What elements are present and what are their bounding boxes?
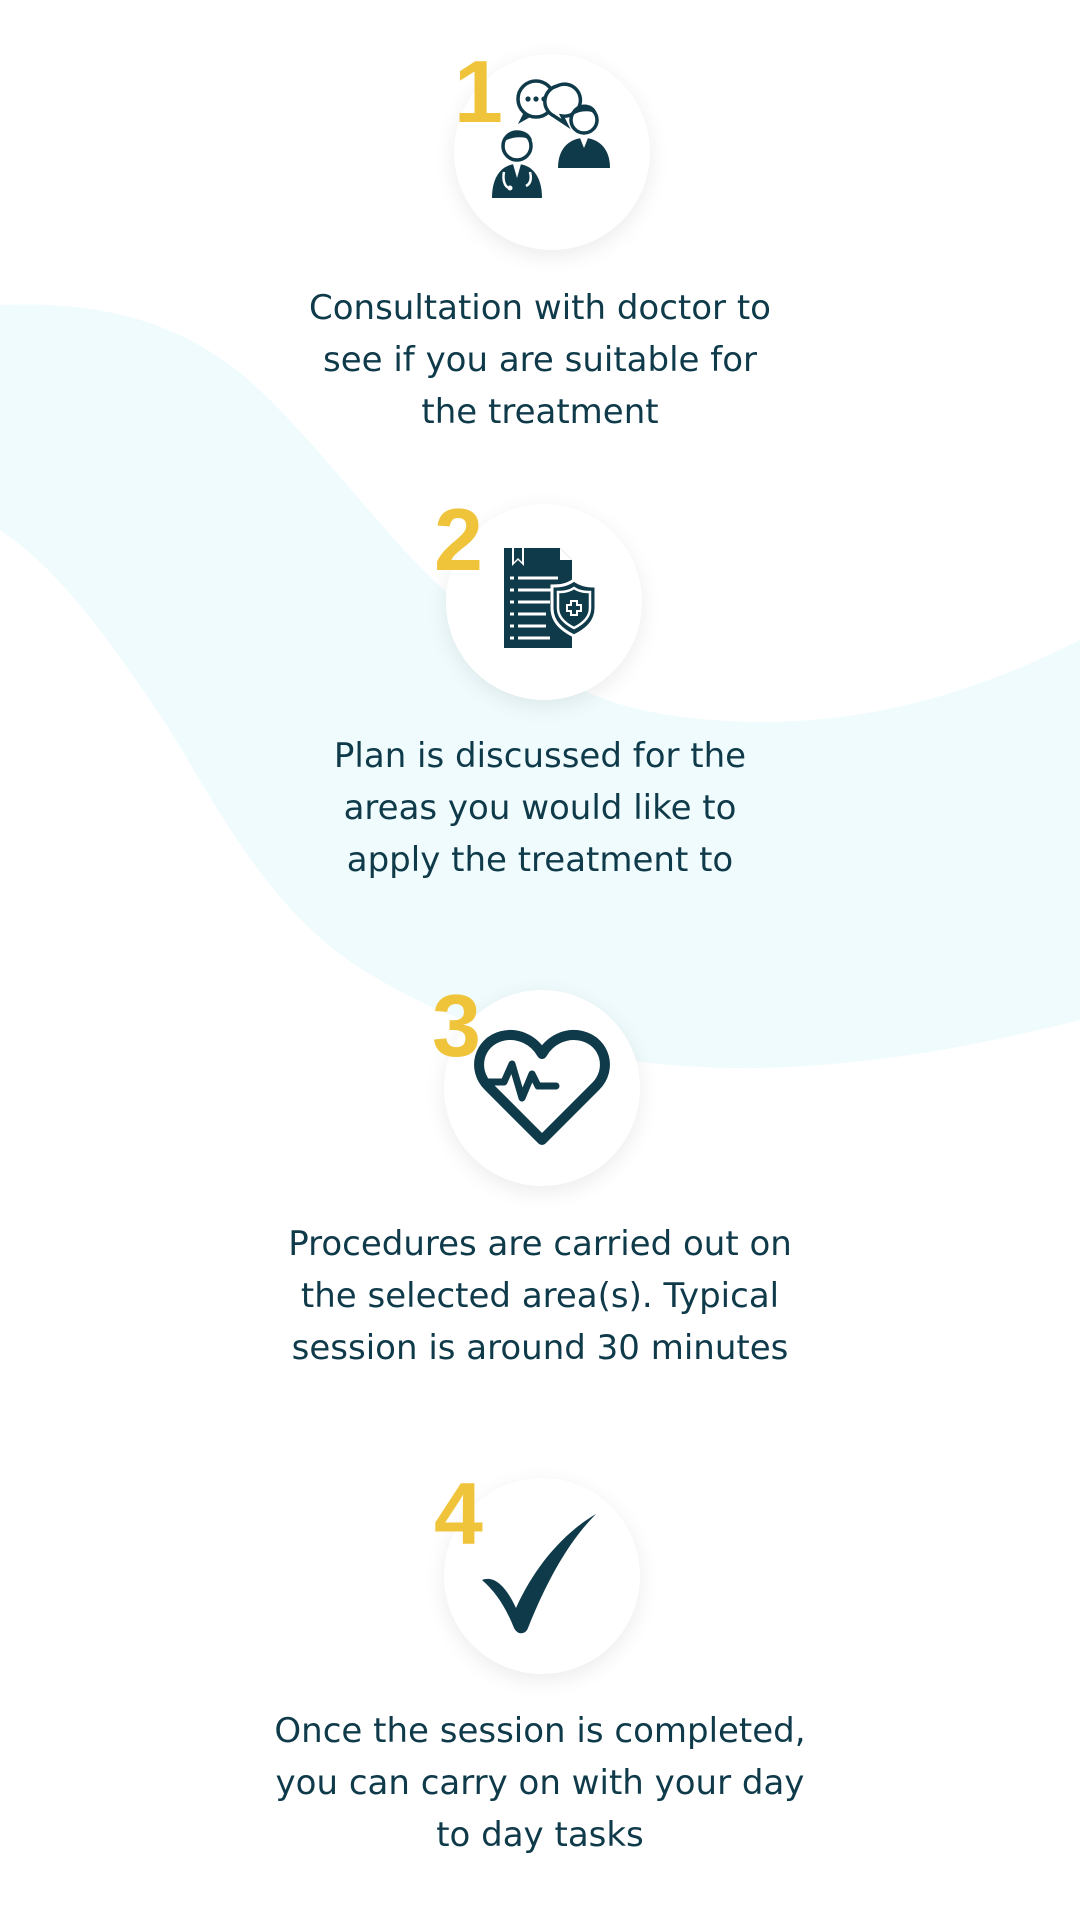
step-1-number: 1 [454, 42, 503, 141]
step-4-line-3: to day tasks [436, 1815, 644, 1855]
step-1-line-1: Consultation with doctor to [309, 288, 771, 328]
medical-plan-document-icon [504, 548, 598, 648]
step-4-description: Once the session is completed, you can c… [240, 1705, 840, 1861]
step-4-icon-circle [444, 1478, 640, 1674]
heartbeat-icon [474, 1030, 610, 1145]
step-3-description: Procedures are carried out on the select… [240, 1218, 840, 1374]
step-4-number: 4 [434, 1464, 483, 1563]
step-4-line-2: you can carry on with your day [275, 1763, 805, 1803]
step-1-icon-circle [454, 54, 650, 250]
step-1-line-2: see if you are suitable for [322, 340, 758, 380]
step-2-line-2: areas you would like to [343, 788, 737, 828]
step-1-line-3: the treatment [421, 392, 659, 432]
step-1-description: Consultation with doctor to see if you a… [240, 282, 840, 438]
step-2-line-3: apply the treatment to [346, 840, 734, 880]
step-4-line-1: Once the session is completed, [274, 1711, 806, 1751]
checkmark-icon [482, 1514, 596, 1634]
step-3-line-2: the selected area(s). Typical [300, 1276, 780, 1316]
step-2-line-1: Plan is discussed for the [333, 736, 747, 776]
step-2-icon-circle [446, 504, 642, 700]
step-3-line-3: session is around 30 minutes [291, 1328, 789, 1368]
step-3-number: 3 [432, 976, 481, 1075]
step-2-number: 2 [434, 490, 483, 589]
step-3-icon-circle [444, 990, 640, 1186]
step-3-line-1: Procedures are carried out on [288, 1224, 792, 1264]
doctor-consultation-icon [492, 79, 610, 198]
step-2-description: Plan is discussed for the areas you woul… [240, 730, 840, 886]
